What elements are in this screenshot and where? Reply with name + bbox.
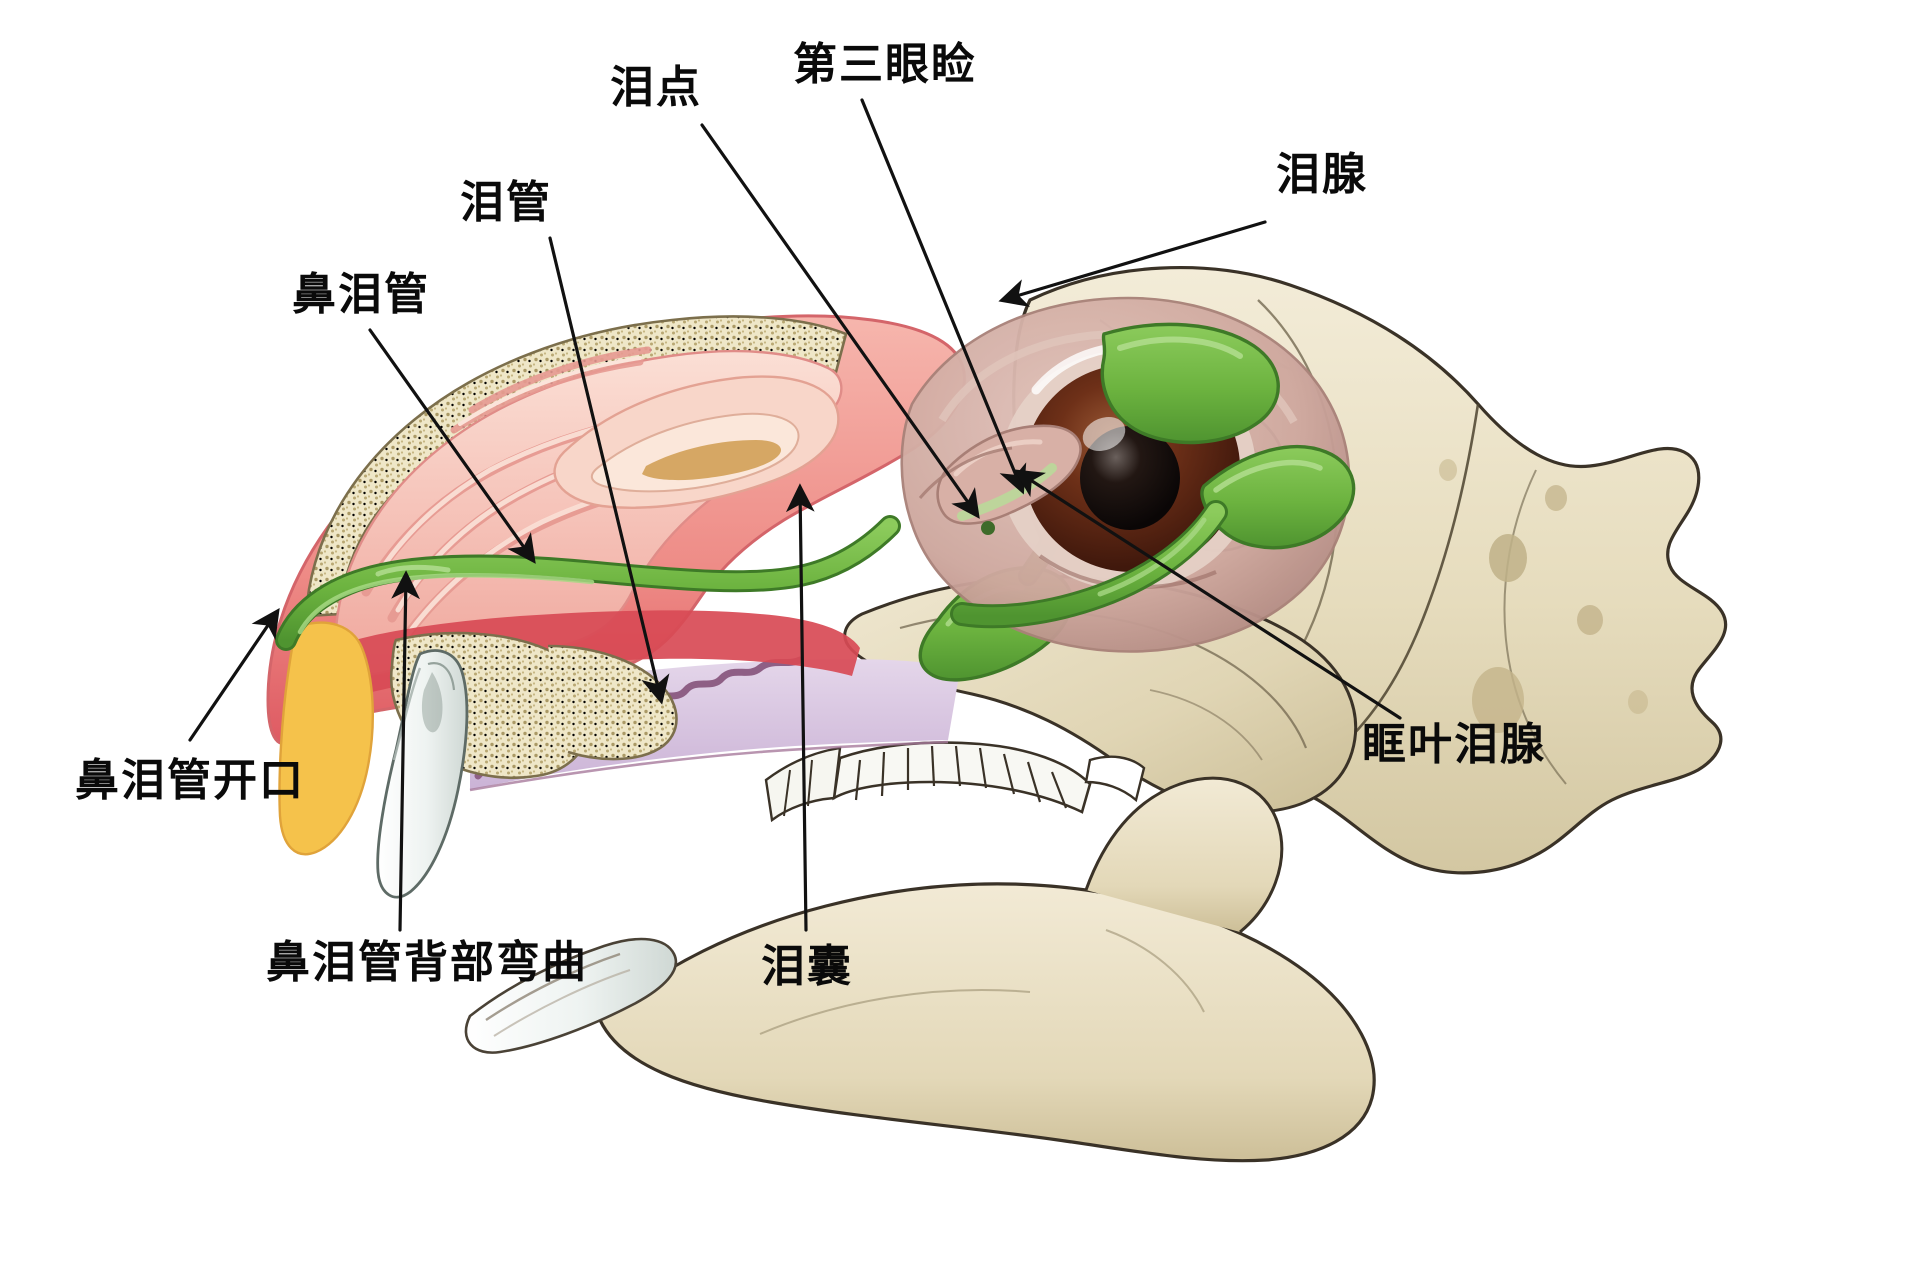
leader-lacrimal-punctum bbox=[700, 123, 980, 519]
leader-orbital-lobe bbox=[1013, 469, 1402, 720]
leader-nasolacrimal-opening bbox=[188, 608, 280, 742]
upper-incisor-region bbox=[278, 621, 678, 899]
label-lacrimal-sac: 泪囊 bbox=[761, 941, 853, 992]
label-orbital-lobe-lacrimal-gland: 眶叶泪腺 bbox=[1362, 719, 1546, 770]
leader-lacrimal-gland bbox=[998, 220, 1267, 307]
leader-lacrimal-duct bbox=[548, 236, 670, 705]
lacrimal-gland-body bbox=[1100, 322, 1280, 445]
label-lacrimal-punctum: 泪点 bbox=[610, 62, 702, 113]
label-lacrimal-gland: 泪腺 bbox=[1276, 149, 1368, 200]
label-lacrimal-duct: 泪管 bbox=[460, 177, 552, 228]
leader-nasolacrimal-duct bbox=[368, 328, 536, 564]
leader-lines bbox=[188, 98, 1402, 932]
leader-third-eyelid bbox=[860, 98, 1027, 495]
label-nasolacrimal-duct: 鼻泪管 bbox=[292, 269, 430, 320]
leader-dorsal-flexure bbox=[391, 570, 420, 932]
label-third-eyelid: 第三眼睑 bbox=[793, 39, 977, 90]
orbital-lobe-gland-body bbox=[950, 444, 1356, 629]
label-nasolacrimal-dorsal-flexure: 鼻泪管背部弯曲 bbox=[266, 937, 588, 988]
cheek-teeth-upper bbox=[764, 741, 1146, 823]
leader-lacrimal-sac bbox=[785, 483, 815, 932]
label-nasolacrimal-opening: 鼻泪管开口 bbox=[75, 755, 305, 806]
mandible bbox=[598, 776, 1376, 1163]
lower-incisor bbox=[464, 937, 678, 1054]
